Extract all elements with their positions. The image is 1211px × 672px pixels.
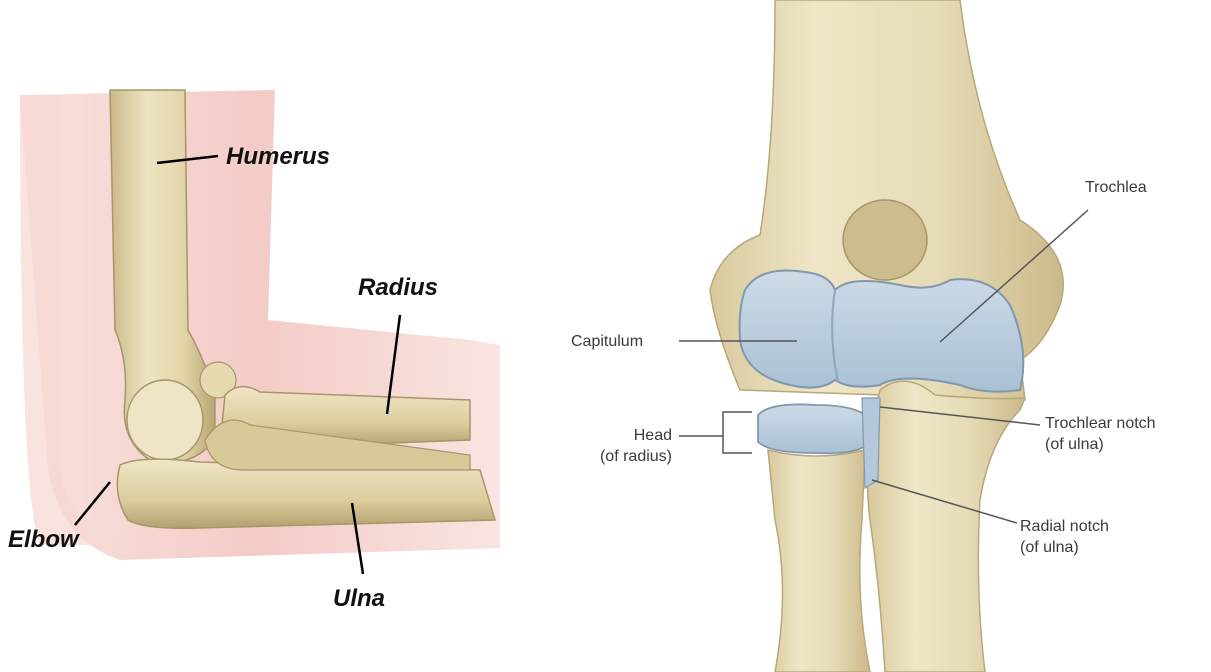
articular-cartilage [740, 270, 1024, 391]
label-capitulum: Capitulum [571, 331, 643, 352]
label-head-line2: (of radius) [560, 446, 672, 467]
radial-head [758, 404, 870, 453]
label-radial-notch-line2: (of ulna) [1020, 537, 1109, 558]
label-humerus: Humerus [226, 143, 330, 171]
label-radius: Radius [358, 274, 438, 302]
label-trochlear-notch: Trochlear notch (of ulna) [1045, 413, 1156, 455]
label-head-of-radius: Head (of radius) [560, 425, 672, 467]
label-head-line1: Head [560, 425, 672, 446]
label-radial-notch-line1: Radial notch [1020, 516, 1109, 537]
label-elbow: Elbow [8, 526, 79, 554]
label-ulna: Ulna [333, 585, 385, 613]
label-trochlea: Trochlea [1085, 177, 1147, 198]
right-illustration [679, 0, 1088, 672]
label-radial-notch: Radial notch (of ulna) [1020, 516, 1109, 558]
ulna [868, 381, 1025, 672]
label-trochlear-notch-line2: (of ulna) [1045, 434, 1156, 455]
radius-shaft [768, 450, 870, 672]
label-trochlear-notch-line1: Trochlear notch [1045, 413, 1156, 434]
